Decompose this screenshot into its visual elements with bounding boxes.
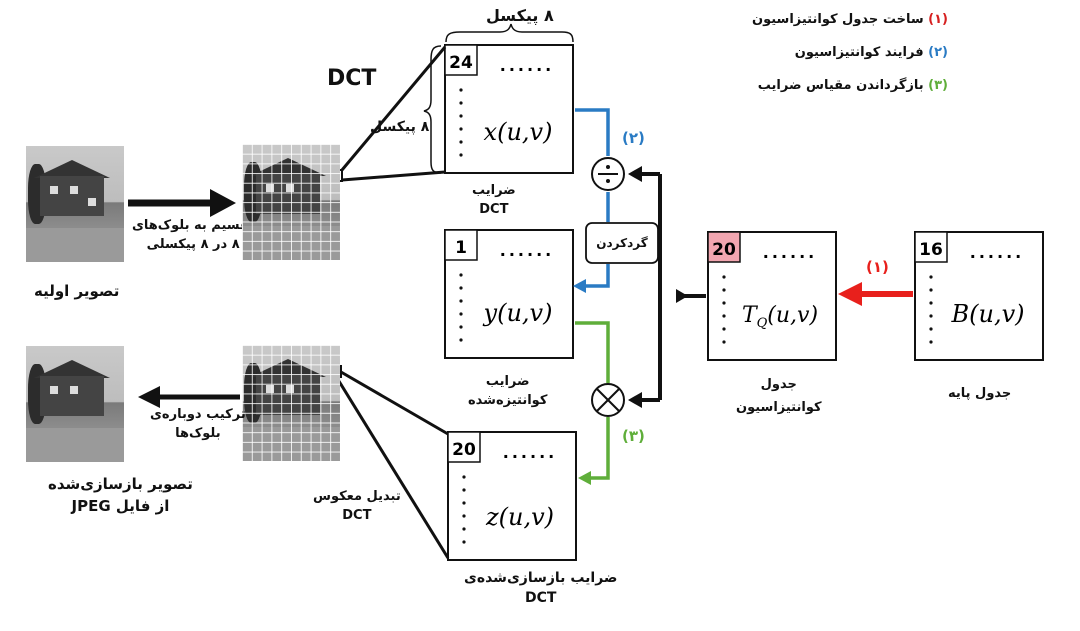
arrowhead-to-connector (676, 289, 688, 303)
qtable-col-dots (722, 275, 726, 344)
split-label-line2: ۸ در ۸ پیکسلی (146, 236, 240, 252)
zoom-lines-top (340, 46, 447, 182)
quantized-formula: y(u,v) (483, 299, 553, 327)
blue-path (575, 108, 610, 288)
legend-num-1: (۱) (928, 12, 948, 27)
quantized-row-dots: ...... (500, 241, 554, 260)
qtable-connector (640, 172, 706, 402)
combine-arrow (138, 386, 240, 408)
split-arrow (128, 189, 236, 217)
round-box (585, 222, 659, 264)
base-formula: B(u,v) (950, 300, 1024, 328)
marker-1: (۱) (866, 258, 889, 276)
quantized-coefficients-block: 1 ...... y(u,v) (444, 229, 574, 359)
qtable-caption-line1: جدول (760, 377, 797, 392)
qtable-formula: TQ(u,v) (742, 303, 818, 331)
legend-item-2: (۲) فرایند کوانتیزاسیون (795, 45, 948, 60)
reconstructed-image-label-line2: از فایل JPEG (71, 496, 170, 515)
legend-item-1: (۱) ساخت جدول کوانتیزاسیون (752, 12, 948, 27)
quantized-caption-line2: کوانتیزه‌شده (468, 392, 548, 408)
original-image (26, 146, 124, 262)
dct-col-dots (459, 88, 463, 157)
dct-coefficients-block: 24 ...... x(u,v) (444, 44, 574, 174)
quantized-block-caption: ضرایب کوانتیزه‌شده (468, 373, 547, 411)
qtable-caption: جدول کوانتیزاسیون (736, 373, 822, 420)
arrowhead-divider (628, 166, 642, 182)
blue-arrowhead (573, 279, 586, 293)
qtable-caption-line2: کوانتیزاسیون (736, 400, 822, 416)
base-col-dots (929, 275, 933, 344)
reconstructed-caption-line2: DCT (524, 590, 557, 607)
reconstructed-corner-value: 20 (452, 440, 476, 460)
base-corner-value: 16 (919, 240, 943, 260)
qtable-corner-highlight (707, 231, 741, 263)
dct-caption-line2: DCT (479, 201, 509, 217)
dct-block-caption: ضرایب DCT (472, 182, 516, 220)
inverse-dct-line1: تبدیل معکوس (313, 489, 401, 504)
side-dimension-label: ۸ پیکسل (370, 119, 430, 135)
dct-corner-value: 24 (449, 53, 473, 73)
red-arrow (838, 282, 913, 306)
qtable-corner-value: 20 (712, 240, 736, 260)
legend-text-3: بازگرداندن مقیاس ضرایب (757, 78, 924, 93)
reconstructed-image (26, 346, 124, 462)
marker-3: (۳) (622, 427, 645, 445)
inverse-dct-label: تبدیل معکوس DCT (313, 488, 401, 526)
original-image-label: تصویر اولیه (34, 282, 120, 300)
top-dimension-label: ۸ پیکسل (486, 6, 554, 25)
reconstructed-image-label-line1: تصویر بازسازی‌شده (48, 475, 193, 493)
green-path (575, 321, 610, 480)
top-brace (445, 23, 574, 43)
round-label: گردکردن (596, 236, 648, 250)
reconstructed-blocked-image (242, 345, 340, 461)
legend-text-2: فرایند کوانتیزاسیون (794, 45, 924, 60)
base-caption: جدول پایه (948, 386, 1012, 401)
arrowhead-multiplier (628, 392, 642, 408)
legend-text-1: ساخت جدول کوانتیزاسیون (751, 12, 924, 27)
reconstructed-image-label: تصویر بازسازی‌شده از فایل JPEG (48, 474, 193, 518)
legend-num-3: (۳) (928, 78, 948, 93)
combine-label-line2: بلوک‌ها (175, 425, 221, 441)
dct-heading: DCT (327, 66, 377, 91)
zoom-lines-bottom (335, 370, 450, 559)
reconstructed-coefficients-block: 20 ...... z(u,v) (447, 431, 577, 561)
dct-row-dots: ...... (500, 56, 554, 75)
quantized-corner-value: 1 (455, 238, 467, 258)
side-brace (423, 45, 442, 174)
base-table-block: 16 ...... B(u,v) (914, 231, 1044, 361)
dct-formula: x(u,v) (484, 118, 553, 146)
split-label-line1: تقسیم به بلوک‌های (132, 218, 255, 233)
reconstructed-row-dots: ...... (503, 443, 557, 462)
combine-label-line1: ترکیب دوباره‌ی (150, 407, 246, 422)
multiply-operator (591, 383, 625, 417)
green-arrowhead (578, 471, 591, 485)
divide-operator (591, 157, 625, 191)
combine-label: ترکیب دوباره‌ی بلوک‌ها (150, 406, 246, 444)
reconstructed-col-dots (462, 475, 466, 544)
base-row-dots: ...... (970, 243, 1024, 262)
legend-num-2: (۲) (928, 45, 948, 60)
inverse-dct-line2: DCT (342, 507, 372, 523)
reconstructed-block-caption: ضرایب بازسازی‌شده‌ی DCT (464, 568, 617, 609)
qtable-row-dots: ...... (763, 243, 817, 262)
reconstructed-caption-line1: ضرایب بازسازی‌شده‌ی (464, 570, 618, 586)
marker-2: (۲) (622, 129, 645, 147)
dct-caption-line1: ضرایب (472, 183, 516, 198)
legend-item-3: (۳) بازگرداندن مقیاس ضرایب (758, 78, 948, 93)
quantization-table-block: 20 ...... TQ(u,v) (707, 231, 837, 361)
quantized-caption-line1: ضرایب (485, 374, 530, 389)
reconstructed-formula: z(u,v) (485, 503, 554, 531)
split-label: تقسیم به بلوک‌های ۸ در ۸ پیکسلی (132, 217, 254, 255)
blocked-image (242, 144, 340, 260)
quantized-col-dots (459, 273, 463, 342)
